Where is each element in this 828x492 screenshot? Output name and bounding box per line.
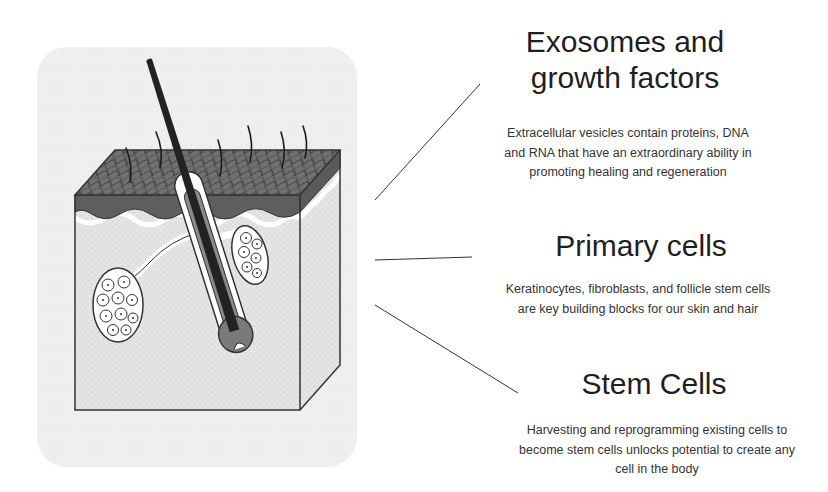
sebaceous-gland-left-part: [97, 276, 138, 336]
sebaceous-gland-right-part-part: [252, 239, 262, 249]
sebaceous-gland-left-part-part: [112, 329, 114, 331]
sebaceous-gland-right-part-part: [243, 251, 245, 253]
sebaceous-gland-right-part-part: [246, 266, 248, 268]
vellus-hairs-part: [156, 132, 161, 168]
sebaceous-gland-right-part: [243, 237, 258, 274]
hair-follicle: [133, 54, 258, 357]
section-body: Keratinocytes, fibroblasts, and follicle…: [497, 280, 779, 319]
skin-block-part: [299, 195, 301, 410]
sebaceous-gland-left-part-part: [120, 313, 122, 315]
sebaceous-gland-left-part-part: [97, 294, 109, 306]
hair-follicle-part: [146, 58, 153, 64]
sebaceous-gland-left-part-part: [108, 325, 119, 336]
sebaceous-gland-left-part-part: [123, 281, 125, 283]
sebaceous-gland-right-part-part: [245, 237, 247, 239]
section-heading: Exosomes and growth factors: [500, 24, 750, 96]
sebaceous-gland-right-part-part: [253, 269, 262, 278]
leader-lines: [375, 84, 518, 393]
sebaceous-gland-left-part-part: [105, 315, 107, 317]
sebaceous-gland-left-part-part: [127, 295, 138, 306]
sebaceous-gland-right-part-part: [241, 233, 252, 244]
sebaceous-gland-left-part-part: [102, 299, 104, 301]
sebaceous-gland-right-part-part: [242, 262, 252, 272]
sebaceous-gland-left-part-part: [128, 313, 138, 323]
skin-block: [75, 150, 340, 410]
sebaceous-gland-left-part-part: [102, 279, 114, 291]
sebaceous-gland-left-part-part: [112, 292, 124, 304]
leader-lines-part: [375, 305, 518, 393]
illustration-panel: [37, 47, 357, 467]
section-heading: Stem Cells: [508, 366, 800, 402]
skin-block-part: [75, 150, 340, 410]
vellus-hairs-part: [248, 126, 252, 162]
sebaceous-gland-left-part: [102, 281, 134, 331]
vellus-hairs: [126, 126, 307, 182]
sebaceous-gland-right-part-part: [256, 272, 258, 274]
leader-lines-part: [375, 257, 472, 260]
sebaceous-gland-left-part-part: [125, 329, 127, 331]
sebaceous-gland-right-part-part: [251, 253, 261, 263]
sebaceous-gland-right-part-part: [239, 247, 250, 258]
hair-follicle-part: [145, 59, 240, 332]
sebaceous-gland-left-part-part: [118, 276, 130, 288]
skin-block-part: [75, 150, 340, 195]
sebaceous-gland-left-part-part: [132, 317, 134, 319]
sebaceous-gland-right-part: [239, 233, 263, 278]
vellus-hairs-part: [281, 132, 284, 168]
sebaceous-gland-left: [93, 232, 200, 342]
sebaceous-gland-left-part-part: [117, 297, 119, 299]
sebaceous-gland-left-part: [93, 268, 143, 342]
leader-lines-part: [375, 84, 480, 200]
hair-follicle-part: [233, 341, 246, 349]
sebaceous-gland-left-part-part: [100, 310, 112, 322]
sebaceous-gland-right-part-part: [255, 257, 257, 259]
section-body: Extracellular vesicles contain proteins,…: [497, 124, 759, 183]
section-body: Harvesting and reprogramming existing ce…: [512, 421, 802, 480]
illustration-panel-part: [37, 47, 357, 467]
sebaceous-gland-left-part-part: [131, 299, 133, 301]
vellus-hairs-part: [303, 126, 307, 158]
vellus-hairs-part: [218, 140, 222, 176]
sebaceous-gland-right-part-part: [256, 243, 258, 245]
sebaceous-gland-left-part-part: [121, 325, 131, 335]
section-heading: Primary cells: [495, 228, 787, 264]
vellus-hairs-part: [126, 148, 131, 182]
sebaceous-gland-left-part-part: [115, 308, 127, 320]
sebaceous-gland-left-part-part: [107, 284, 109, 286]
